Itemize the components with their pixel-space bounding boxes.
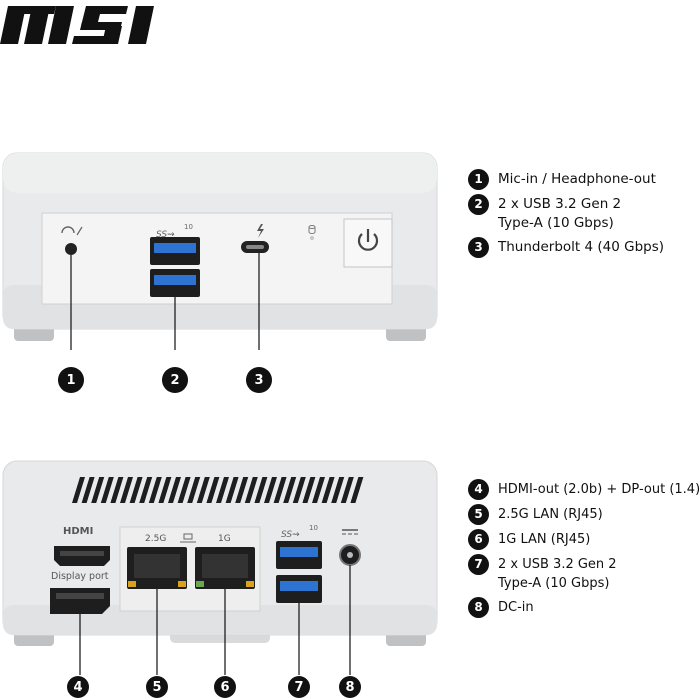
legend-number: 3 bbox=[468, 237, 489, 258]
vent-slat bbox=[292, 477, 306, 503]
legend-item: 3 Thunderbolt 4 (40 Gbps) bbox=[468, 237, 665, 258]
vent-slat bbox=[340, 477, 354, 503]
headphone-icon bbox=[61, 226, 83, 236]
vent-slat bbox=[244, 477, 258, 503]
usb-ss-logo-rear: SS⇝ bbox=[281, 530, 300, 540]
vent-slat bbox=[264, 477, 277, 503]
legend-text: 2.5G LAN (RJ45) bbox=[498, 507, 603, 522]
legend-text: 2 x USB 3.2 Gen 2 Type-A (10 Gbps) bbox=[498, 557, 617, 591]
legend-item: 7 2 x USB 3.2 Gen 2 Type-A (10 Gbps) bbox=[468, 554, 700, 593]
usb-ss-logo-front: SS⇝ bbox=[156, 230, 175, 240]
callout-2: 2 bbox=[162, 367, 188, 393]
vent-slat bbox=[283, 477, 297, 503]
callout-3: 3 bbox=[246, 367, 272, 393]
vent-slat bbox=[273, 477, 287, 503]
front-device: SS⇝ 10 bbox=[2, 152, 438, 350]
vent-slat bbox=[312, 477, 325, 503]
front-port-panel bbox=[41, 212, 393, 305]
dc-symbol-icon bbox=[342, 529, 358, 535]
vent-slat bbox=[129, 477, 143, 503]
legend-item: 5 2.5G LAN (RJ45) bbox=[468, 504, 700, 525]
storage-led bbox=[310, 236, 314, 240]
power-button[interactable] bbox=[343, 218, 393, 268]
network-icon bbox=[180, 533, 196, 543]
rear-device: HDMI Display port 2.5G 1G SS⇝ 10 bbox=[2, 460, 438, 675]
hdmi-label: HDMI bbox=[63, 526, 93, 537]
legend-text: HDMI-out (2.0b) + DP-out (1.4) bbox=[498, 482, 700, 497]
vent-slat bbox=[148, 477, 162, 503]
callout-4: 4 bbox=[67, 676, 89, 698]
legend-number: 6 bbox=[468, 529, 489, 550]
msi-logo bbox=[0, 6, 154, 44]
vent-slat bbox=[216, 477, 229, 503]
legend-number: 7 bbox=[468, 554, 489, 575]
vent-slat bbox=[72, 477, 85, 503]
legend-text: Thunderbolt 4 (40 Gbps) bbox=[498, 239, 665, 255]
vent-slat bbox=[168, 477, 181, 503]
lan-1g-label: 1G bbox=[218, 534, 231, 544]
legend-item: 6 1G LAN (RJ45) bbox=[468, 529, 700, 550]
display-port[interactable] bbox=[50, 588, 110, 614]
vent-slat bbox=[120, 477, 133, 503]
callout-1: 1 bbox=[58, 367, 84, 393]
vent-slat bbox=[302, 477, 316, 503]
legend-number: 8 bbox=[468, 597, 489, 618]
vent-slat bbox=[225, 477, 239, 503]
callout-5: 5 bbox=[146, 676, 168, 698]
rear-legend: 4 HDMI-out (2.0b) + DP-out (1.4) 5 2.5G … bbox=[468, 479, 700, 623]
power-icon bbox=[357, 229, 379, 251]
audio-jack[interactable] bbox=[65, 243, 77, 255]
vent-slat bbox=[331, 477, 345, 503]
vent-slat bbox=[254, 477, 268, 503]
thunderbolt-icon bbox=[257, 224, 264, 238]
legend-item: 8 DC-in bbox=[468, 597, 700, 618]
vent-slat bbox=[187, 477, 201, 503]
vent-slat bbox=[235, 477, 249, 503]
legend-number: 5 bbox=[468, 504, 489, 525]
display-port-label: Display port bbox=[51, 571, 109, 582]
legend-text: Mic-in / Headphone-out bbox=[498, 171, 656, 187]
legend-item: 1 Mic-in / Headphone-out bbox=[468, 169, 664, 190]
vent-slat bbox=[350, 477, 364, 503]
vent-slat bbox=[321, 477, 335, 503]
vent-slat bbox=[158, 477, 172, 503]
vent-slat bbox=[177, 477, 191, 503]
vent-slat bbox=[100, 477, 114, 503]
callout-8: 8 bbox=[339, 676, 361, 698]
usb-speed-label-rear: 10 bbox=[309, 524, 318, 532]
front-legend: 1 Mic-in / Headphone-out 2 2 x USB 3.2 G… bbox=[468, 169, 665, 263]
legend-number: 2 bbox=[468, 194, 489, 215]
legend-text: DC-in bbox=[498, 600, 534, 615]
legend-text: 1G LAN (RJ45) bbox=[498, 532, 591, 547]
legend-number: 4 bbox=[468, 479, 489, 500]
legend-number: 1 bbox=[468, 169, 489, 190]
vent-slat bbox=[196, 477, 210, 503]
vent-slat bbox=[206, 477, 220, 503]
air-vent bbox=[72, 477, 364, 503]
vent-slat bbox=[139, 477, 153, 503]
legend-item: 2 2 x USB 3.2 Gen 2 Type-A (10 Gbps) bbox=[468, 194, 664, 233]
vent-slat bbox=[91, 477, 105, 503]
storage-led-icon bbox=[308, 225, 316, 234]
legend-item: 4 HDMI-out (2.0b) + DP-out (1.4) bbox=[468, 479, 700, 500]
callout-7: 7 bbox=[288, 676, 310, 698]
vent-slat bbox=[81, 477, 95, 503]
usb-speed-label-front: 10 bbox=[184, 223, 193, 231]
callout-6: 6 bbox=[214, 676, 236, 698]
legend-text: 2 x USB 3.2 Gen 2 Type-A (10 Gbps) bbox=[498, 196, 622, 231]
vent-slat bbox=[110, 477, 124, 503]
lan-25g-label: 2.5G bbox=[145, 534, 166, 544]
